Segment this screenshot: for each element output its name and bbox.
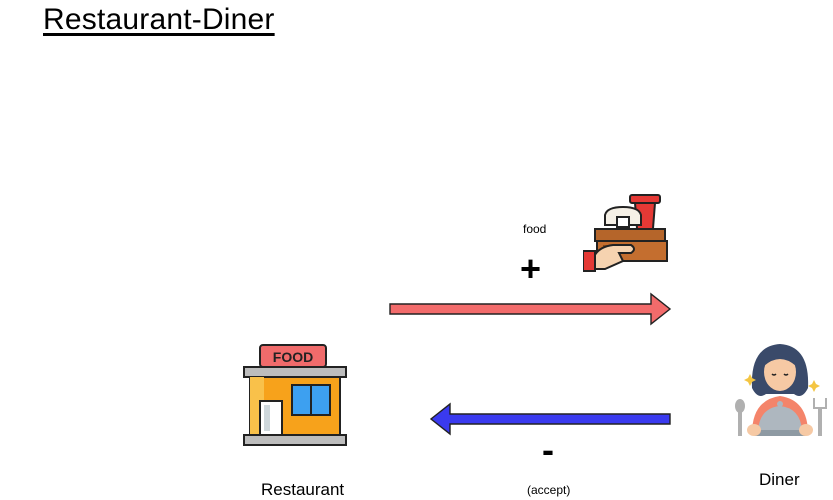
diner-label: Diner xyxy=(759,470,800,489)
restaurant-label: Restaurant xyxy=(261,480,345,499)
accept-arrow xyxy=(429,402,671,436)
food-edge-label: food xyxy=(523,222,547,236)
accept-edge-label: (accept) xyxy=(527,483,571,497)
restaurant-sign-text: FOOD xyxy=(273,349,313,365)
food-edge-sign: + xyxy=(520,248,542,289)
accept-edge-sign: - xyxy=(542,429,554,470)
diagram-title: Restaurant-Diner xyxy=(43,3,275,36)
restaurant-icon: FOOD xyxy=(243,344,347,446)
food-delivery-icon xyxy=(583,194,668,272)
food-arrow xyxy=(389,292,672,326)
diner-icon xyxy=(735,344,827,436)
